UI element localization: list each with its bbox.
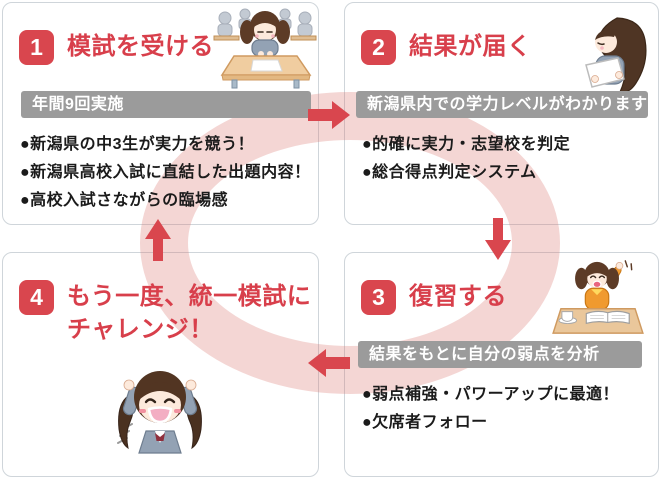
- step-1-title: 模試を受ける: [67, 33, 214, 60]
- step-1-number-badge: 1: [19, 30, 54, 65]
- step-card-2: 2 結果が届く 新潟県内での学力レベルがわかります ●的確に実力・志望校を判定 …: [344, 2, 659, 225]
- step-4-title-line2: チャレンジ！: [67, 316, 214, 343]
- step-1-banner: 年間9回実施: [21, 91, 311, 118]
- step-3-bullets: ●弱点補強・パワーアップに最適！ ●欠席者フォロー: [362, 381, 619, 437]
- step-2-bullets: ●的確に実力・志望校を判定 ●総合得点判定システム: [362, 131, 570, 187]
- arrow-down-icon: [485, 218, 511, 260]
- bullet-item: ●的確に実力・志望校を判定: [362, 136, 571, 153]
- arrow-left-icon: [308, 349, 350, 377]
- step-2-title: 結果が届く: [409, 33, 532, 60]
- step-2-header: 2 結果が届く: [361, 30, 532, 65]
- step-card-4: 4 もう一度、統一模試に チャレンジ！: [2, 252, 319, 477]
- arrow-up-icon: [145, 219, 171, 261]
- girl-studying-at-desk-illustration: [552, 260, 644, 334]
- step-3-title: 復習する: [409, 283, 507, 310]
- bullet-item: ●高校入試さながらの臨場感: [20, 192, 229, 209]
- step-card-1: 1 模試を受ける: [2, 2, 319, 225]
- bullet-item: ●総合得点判定システム: [362, 164, 537, 181]
- step-4-number-badge: 4: [19, 280, 54, 315]
- step-4-title: もう一度、統一模試に チャレンジ！: [67, 280, 311, 346]
- step-4-title-line1: もう一度、統一模試に: [67, 283, 312, 310]
- bullet-item: ●弱点補強・パワーアップに最適！: [362, 386, 620, 403]
- step-card-3: 3 復習する 結果をもとに自分の弱点を分析 ●弱点補強・パワーアップに最適！: [344, 252, 659, 477]
- bullet-item: ●新潟県の中3生が実力を競う！: [20, 136, 255, 153]
- girl-reading-result-sheet-illustration: [585, 17, 647, 93]
- step-2-number-badge: 2: [361, 30, 396, 65]
- step-4-header: 4 もう一度、統一模試に チャレンジ！: [19, 280, 311, 346]
- step-1-bullets: ●新潟県の中3生が実力を競う！ ●新潟県高校入試に直結した出題内容！ ●高校入試…: [20, 131, 311, 215]
- step-3-header: 3 復習する: [361, 280, 507, 315]
- girl-cheering-illustration: [117, 371, 202, 454]
- bullet-item: ●欠席者フォロー: [362, 414, 488, 431]
- arrow-right-icon: [308, 101, 350, 129]
- step-3-banner: 結果をもとに自分の弱点を分析: [358, 341, 642, 368]
- bullet-item: ●新潟県高校入試に直結した出題内容！: [20, 164, 311, 181]
- step-1-header: 1 模試を受ける: [19, 30, 214, 65]
- girl-writing-at-exam-desk-illustration: [213, 8, 317, 89]
- step-2-banner: 新潟県内での学力レベルがわかります: [356, 91, 648, 118]
- step-3-number-badge: 3: [361, 280, 396, 315]
